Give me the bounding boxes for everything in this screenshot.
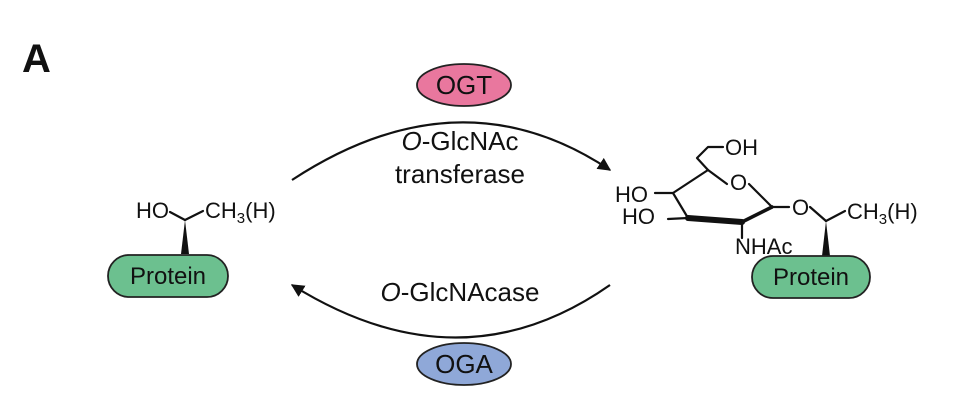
- c6-bond: [695, 145, 725, 172]
- reverse-reaction-label: O-GlcNAcase: [381, 277, 540, 307]
- ogt-label: OGT: [436, 70, 492, 100]
- c3-oh-bond: [666, 216, 690, 221]
- substrate-protein-label: Protein: [130, 263, 206, 290]
- product-ho-bottom: HO: [622, 204, 655, 229]
- product-residue: OH O HO HO NHAc O CH3(H) Protein: [615, 135, 918, 299]
- glyco-o: O: [792, 195, 809, 220]
- ca-to-methyl: [824, 209, 847, 223]
- product-wedge-bond: [822, 221, 830, 256]
- panel-label: A: [22, 37, 51, 81]
- product-methyl: CH3(H): [847, 199, 918, 228]
- reverse-italic-prefix: O: [381, 277, 401, 307]
- substrate-bond-left: [168, 210, 187, 222]
- product-oh-top: OH: [725, 135, 758, 160]
- oga-label: OGA: [435, 349, 493, 379]
- ring-o: O: [730, 170, 747, 195]
- substrate-residue: HO CH3(H) Protein: [107, 198, 276, 298]
- reverse-arrow: [290, 284, 611, 339]
- ring-back-right: [747, 182, 774, 209]
- product-nhac: NHAc: [735, 234, 792, 259]
- substrate-methyl: CH3(H): [205, 198, 276, 227]
- ring-front-left: [672, 192, 689, 219]
- substrate-wedge-bond: [181, 220, 189, 254]
- reverse-rest: -GlcNAcase: [401, 277, 540, 307]
- ring-front-bold: [685, 215, 745, 225]
- product-ho-top: HO: [615, 182, 648, 207]
- glyco-to-ca: [808, 205, 828, 223]
- oga-enzyme: OGA: [416, 342, 512, 386]
- ogt-enzyme: OGT: [416, 63, 512, 107]
- forward-reaction-line2: transferase: [395, 159, 525, 189]
- oga-ellipse: [416, 342, 512, 386]
- ogt-ellipse: [416, 63, 512, 107]
- substrate-bond-right: [183, 209, 205, 222]
- forward-italic-prefix: O: [401, 126, 421, 156]
- forward-arrow: [291, 121, 612, 181]
- forward-reaction-line1: O-GlcNAc: [401, 126, 518, 156]
- substrate-protein-box: [107, 254, 229, 298]
- product-protein-label: Protein: [773, 264, 849, 291]
- ring-front-right: [740, 205, 774, 224]
- forward-rest: -GlcNAc: [422, 126, 519, 156]
- product-protein-box: [751, 255, 871, 299]
- substrate-ho: HO: [136, 198, 169, 223]
- ring-back-left: [671, 168, 729, 195]
